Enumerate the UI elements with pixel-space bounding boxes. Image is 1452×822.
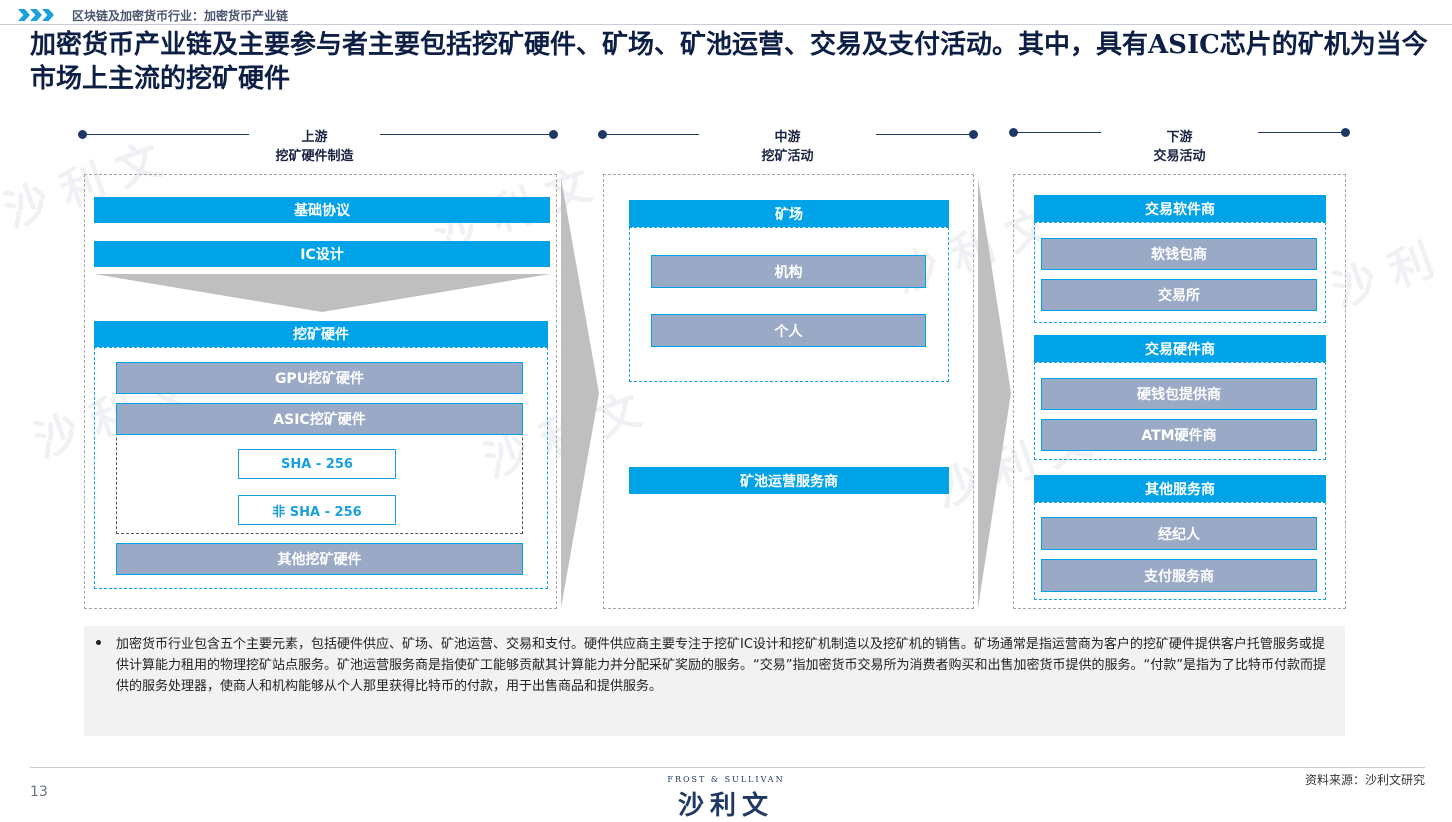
note-text: 加密货币行业包含五个主要元素，包括硬件供应、矿场、矿池运营、交易和支付。硬件供应… xyxy=(116,637,1326,694)
note-box xyxy=(84,626,1345,736)
stage-subtitle: 挖矿硬件制造 xyxy=(275,149,354,164)
protocol-bar: 基础协议 xyxy=(94,197,550,223)
source-note: 资料来源：沙利文研究 xyxy=(1304,773,1425,787)
chevron-right-icon xyxy=(42,9,54,21)
institution-item: 机构 xyxy=(651,255,926,288)
timeline-dot xyxy=(969,130,978,139)
page-title: 加密货币产业链及主要参与者主要包括挖矿硬件、矿场、矿池运营、交易及支付活动。其中… xyxy=(30,30,1428,94)
timeline-line xyxy=(380,134,552,135)
chevron-right-icon xyxy=(18,9,30,21)
timeline-line xyxy=(604,134,699,135)
hardware-vendor-bar: 交易硬件商 xyxy=(1034,335,1326,362)
individual-item: 个人 xyxy=(651,314,926,347)
stage-title: 上游 xyxy=(301,130,328,145)
software-vendor-group xyxy=(1034,222,1326,323)
mining-farm-group xyxy=(629,227,949,382)
stage-header-upstream: 上游 挖矿硬件制造 xyxy=(249,128,380,166)
timeline-dot xyxy=(598,130,607,139)
stage-subtitle: 交易活动 xyxy=(1153,149,1206,164)
other-hardware-item: 其他挖矿硬件 xyxy=(116,543,523,575)
timeline-line xyxy=(84,134,249,135)
timeline-line xyxy=(1258,132,1344,133)
midstream-panel xyxy=(603,174,974,609)
bullet xyxy=(96,640,101,645)
logo-subtitle: FROST & SULLIVAN xyxy=(667,775,785,784)
stage-subtitle: 挖矿活动 xyxy=(761,149,814,164)
other-vendor-bar: 其他服务商 xyxy=(1034,475,1326,502)
stage-title: 下游 xyxy=(1166,130,1193,145)
mining-pool-bar: 矿池运营服务商 xyxy=(629,467,949,494)
other-vendor-group xyxy=(1034,502,1326,600)
right-arrow-icon xyxy=(561,178,599,608)
upstream-panel xyxy=(84,174,557,609)
right-arrow-icon xyxy=(978,178,1011,608)
hard-wallet-item: 硬钱包提供商 xyxy=(1041,378,1317,410)
timeline-line xyxy=(1015,132,1101,133)
soft-wallet-item: 软钱包商 xyxy=(1041,238,1317,270)
payment-service-item: 支付服务商 xyxy=(1041,559,1317,592)
page-number: 13 xyxy=(30,784,48,800)
footer-divider xyxy=(30,767,1425,768)
broker-item: 经纪人 xyxy=(1041,517,1317,550)
timeline-dot xyxy=(549,130,558,139)
gpu-hardware-item: GPU挖矿硬件 xyxy=(116,362,523,394)
asic-hardware-item: ASIC挖矿硬件 xyxy=(116,403,523,435)
stage-header-midstream: 中游 挖矿活动 xyxy=(699,128,876,166)
stage-title: 中游 xyxy=(774,130,801,145)
breadcrumb: 区块链及加密货币行业：加密货币产业链 xyxy=(72,9,289,23)
hardware-vendor-group xyxy=(1034,362,1326,460)
timeline-dot xyxy=(1009,128,1018,137)
non-sha256-item: 非 SHA - 256 xyxy=(238,495,396,525)
atm-hardware-item: ATM硬件商 xyxy=(1041,419,1317,451)
timeline-line xyxy=(876,134,973,135)
chevron-right-icon xyxy=(30,9,42,21)
down-arrow-icon xyxy=(94,274,550,312)
software-vendor-bar: 交易软件商 xyxy=(1034,195,1326,222)
logo: 沙利文 xyxy=(677,791,774,821)
downstream-panel xyxy=(1013,174,1346,609)
mining-hardware-bar: 挖矿硬件 xyxy=(94,321,548,347)
mining-hardware-group xyxy=(94,347,548,589)
timeline-dot xyxy=(78,130,87,139)
sha256-item: SHA - 256 xyxy=(238,449,396,479)
timeline-dot xyxy=(1341,128,1350,137)
ic-design-bar: IC设计 xyxy=(94,241,550,267)
header-divider xyxy=(0,24,1452,25)
stage-header-downstream: 下游 交易活动 xyxy=(1101,128,1258,166)
exchange-item: 交易所 xyxy=(1041,279,1317,311)
mining-farm-bar: 矿场 xyxy=(629,200,949,227)
